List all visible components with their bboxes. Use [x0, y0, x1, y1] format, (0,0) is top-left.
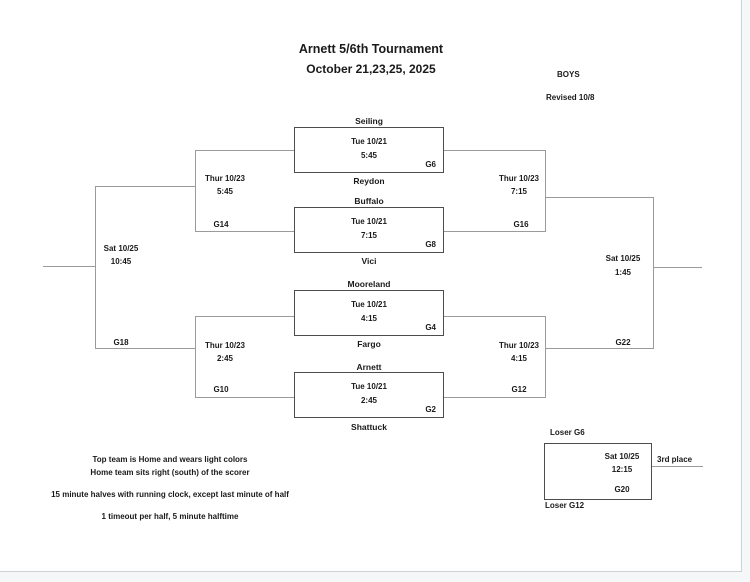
revision-label: Revised 10/8 [546, 93, 595, 102]
game-date: Thur 10/23 [204, 174, 245, 183]
page-title: Arnett 5/6th Tournament [298, 42, 444, 56]
bracket-line [195, 231, 294, 232]
game-number: G4 [425, 323, 436, 332]
bracket-line [545, 150, 546, 232]
game-box-g6: Tue 10/21 5:45 G6 [294, 127, 444, 173]
bracket-line [545, 197, 654, 198]
team-name: Seiling [355, 116, 383, 126]
team-name: Arnett [356, 362, 382, 372]
game-time: 2:45 [360, 396, 377, 405]
note-line-2: Home team sits right (south) of the scor… [90, 468, 250, 477]
team-name: Buffalo [354, 196, 384, 206]
bracket-line [195, 150, 196, 232]
bracket-line [95, 186, 195, 187]
bracket-line [195, 397, 294, 398]
third-place-line [652, 466, 703, 467]
game-number: G22 [615, 338, 631, 347]
game-date: Tue 10/21 [351, 137, 387, 146]
game-time: 7:15 [510, 187, 527, 196]
game-time: 1:45 [614, 268, 631, 277]
game-date: Tue 10/21 [351, 382, 387, 391]
third-place-top-source: Loser G6 [550, 428, 585, 437]
game-box-g2: Tue 10/21 2:45 G2 [294, 372, 444, 418]
game-time: 10:45 [110, 257, 132, 266]
note-line-4: 1 timeout per half, 5 minute halftime [101, 512, 239, 521]
bracket-line [444, 150, 545, 151]
team-name: Reydon [353, 176, 385, 186]
game-number: G18 [113, 338, 129, 347]
note-line-1: Top team is Home and wears light colors [92, 455, 248, 464]
champion-line [653, 267, 702, 268]
bracket-line [95, 186, 96, 349]
bracket-line [195, 150, 294, 151]
game-date: Sat 10/25 [103, 244, 139, 253]
game-date: Tue 10/21 [351, 217, 387, 226]
game-date: Tue 10/21 [351, 300, 387, 309]
division-label: BOYS [557, 70, 580, 79]
bracket-line [545, 316, 546, 398]
game-date: Thur 10/23 [498, 341, 539, 350]
game-box-g20 [544, 443, 652, 500]
team-name: Shattuck [351, 422, 387, 432]
game-date: Thur 10/23 [498, 174, 539, 183]
game-time: 7:15 [360, 231, 377, 240]
bracket-line [195, 316, 294, 317]
third-place-label: 3rd place [657, 455, 693, 464]
bracket-line [43, 266, 95, 267]
game-time: 5:45 [360, 151, 377, 160]
game-number: G8 [425, 240, 436, 249]
game-time: 5:45 [216, 187, 233, 196]
bracket-line [444, 316, 545, 317]
game-date: Sat 10/25 [604, 452, 640, 461]
game-number: G10 [213, 385, 229, 394]
document-page: Arnett 5/6th Tournament October 21,23,25… [0, 0, 742, 572]
third-place-bottom-source: Loser G12 [545, 501, 585, 510]
bracket-line [444, 231, 545, 232]
bracket-line [95, 348, 195, 349]
game-number: G12 [511, 385, 527, 394]
team-name: Vici [361, 256, 377, 266]
team-name: Mooreland [347, 279, 391, 289]
game-number: G16 [513, 220, 529, 229]
game-date: Thur 10/23 [204, 341, 245, 350]
game-time: 12:15 [611, 465, 633, 474]
game-number: G20 [614, 485, 630, 494]
game-box-g8: Tue 10/21 7:15 G8 [294, 207, 444, 253]
game-time: 4:15 [360, 314, 377, 323]
team-name: Fargo [357, 339, 381, 349]
bracket-line [444, 397, 545, 398]
bracket-line [653, 197, 654, 349]
bracket-line [545, 348, 654, 349]
bracket-line [195, 316, 196, 398]
game-number: G2 [425, 405, 436, 414]
game-number: G6 [425, 160, 436, 169]
game-time: 2:45 [216, 354, 233, 363]
note-line-3: 15 minute halves with running clock, exc… [51, 490, 289, 499]
game-time: 4:15 [510, 354, 527, 363]
game-box-g4: Tue 10/21 4:15 G4 [294, 290, 444, 336]
game-number: G14 [213, 220, 229, 229]
tournament-dates: October 21,23,25, 2025 [306, 62, 436, 76]
game-date: Sat 10/25 [605, 254, 641, 263]
